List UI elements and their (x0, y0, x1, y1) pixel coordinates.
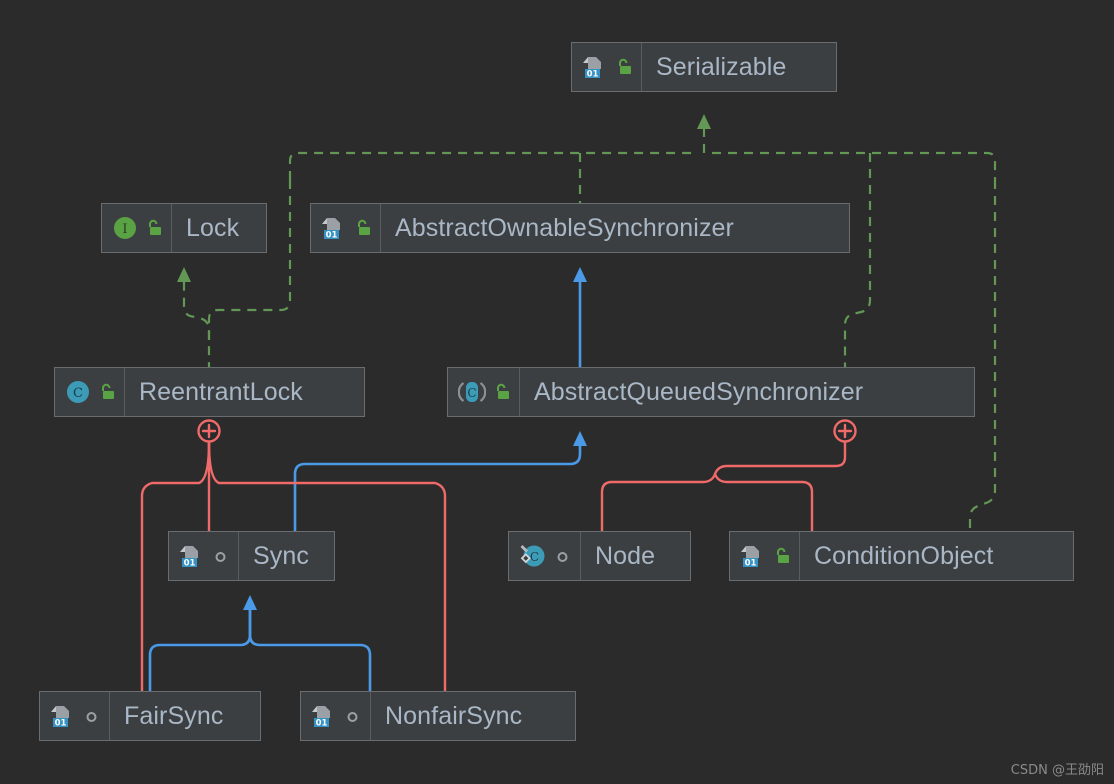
svg-text:C: C (467, 386, 476, 400)
package-private-circle-icon (86, 711, 97, 722)
lock-open-green-icon (358, 219, 370, 235)
edge-innerclass-aqs-to-node (600, 440, 847, 533)
svg-text:01: 01 (316, 718, 328, 728)
class-box-reentrant-lock-label: ReentrantLock (139, 377, 303, 406)
lock-open-green-icon (102, 383, 114, 399)
edge-innerclass-reentrantlock-hub (197, 419, 221, 443)
abstract-interface-01-icon: 01 (583, 57, 601, 79)
class-box-node[interactable]: C Node (508, 531, 691, 581)
class-box-condition-object-label: ConditionObject (814, 541, 994, 570)
edge-innerclass-aqs-to-conditionobject (713, 472, 814, 533)
class-box-serializable-label: Serializable (656, 52, 787, 81)
abstract-class-c-teal-icon: C (458, 382, 486, 402)
static-class-c-teal-icon: C (520, 545, 545, 567)
class-box-sync-gutter: 01 (169, 532, 239, 580)
class-box-abstract-queued-synchronizer-label: AbstractQueuedSynchronizer (534, 377, 864, 406)
edge-implements-reentrantlock-to-lock (177, 267, 211, 340)
edge-implements-bus (288, 151, 997, 180)
abstract-interface-01-icon: 01 (312, 706, 330, 728)
class-box-reentrant-lock-gutter: C (55, 368, 125, 416)
class-box-aos-gutter: 01 (311, 204, 381, 252)
class-box-serializable-gutter: 01 (572, 43, 642, 91)
edge-implements-conditionobject-to-serializable (968, 180, 997, 531)
class-box-lock-gutter: I (102, 204, 172, 252)
class-box-lock-label: Lock (186, 213, 240, 242)
class-box-condition-object-gutter: 01 (730, 532, 800, 580)
edge-innerclass-aqs-hub (833, 419, 857, 443)
svg-text:01: 01 (745, 558, 757, 568)
class-box-abstract-ownable-synchronizer[interactable]: 01 AbstractOwnableSynchronizer (310, 203, 850, 253)
class-box-nonfair-sync-label: NonfairSync (385, 701, 523, 730)
package-private-circle-icon (215, 551, 226, 562)
abstract-interface-01-icon: 01 (322, 218, 340, 240)
class-box-sync[interactable]: 01 Sync (168, 531, 335, 581)
class-box-sync-label: Sync (253, 541, 309, 570)
class-box-condition-object[interactable]: 01 ConditionObject (729, 531, 1074, 581)
svg-text:01: 01 (184, 558, 196, 568)
class-box-nonfair-sync-gutter: 01 (301, 692, 371, 740)
class-box-nonfair-sync[interactable]: 01 NonfairSync (300, 691, 576, 741)
svg-text:C: C (73, 386, 83, 401)
abstract-interface-01-icon: 01 (741, 546, 759, 568)
lock-open-green-icon (149, 219, 161, 235)
package-private-circle-icon (347, 711, 358, 722)
class-box-fair-sync[interactable]: 01 FairSync (39, 691, 261, 741)
interface-i-green-icon: I (114, 217, 136, 239)
lock-open-green-icon (619, 58, 631, 74)
class-c-teal-icon: C (67, 381, 89, 403)
edge-extends-sync-to-aqs (293, 431, 587, 533)
class-box-abstract-ownable-synchronizer-label: AbstractOwnableSynchronizer (395, 213, 734, 242)
lock-open-green-icon (497, 383, 509, 399)
class-box-fair-sync-label: FairSync (124, 701, 224, 730)
class-box-aqs-gutter: C (448, 368, 520, 416)
class-box-node-label: Node (595, 541, 656, 570)
watermark-text: CSDN @王劭阳 (1010, 763, 1104, 778)
abstract-interface-01-icon: 01 (180, 546, 198, 568)
svg-text:I: I (122, 222, 127, 237)
edge-extends-fairsync-to-sync (148, 595, 257, 693)
edge-implements-aqs-branch (843, 153, 872, 367)
svg-text:01: 01 (55, 718, 67, 728)
edge-extends-nonfairsync-to-sync (248, 607, 372, 693)
class-box-serializable[interactable]: 01 Serializable (571, 42, 837, 92)
class-box-reentrant-lock[interactable]: C ReentrantLock (54, 367, 365, 417)
svg-text:01: 01 (587, 69, 599, 79)
class-box-node-gutter: C (509, 532, 581, 580)
package-private-circle-icon (557, 551, 568, 562)
svg-text:C: C (530, 550, 539, 564)
abstract-interface-01-icon: 01 (51, 706, 69, 728)
svg-text:01: 01 (326, 230, 338, 240)
class-box-abstract-queued-synchronizer[interactable]: C AbstractQueuedSynchronizer (447, 367, 975, 417)
class-box-fair-sync-gutter: 01 (40, 692, 110, 740)
class-box-lock[interactable]: I Lock (101, 203, 267, 253)
lock-open-green-icon (777, 547, 789, 563)
